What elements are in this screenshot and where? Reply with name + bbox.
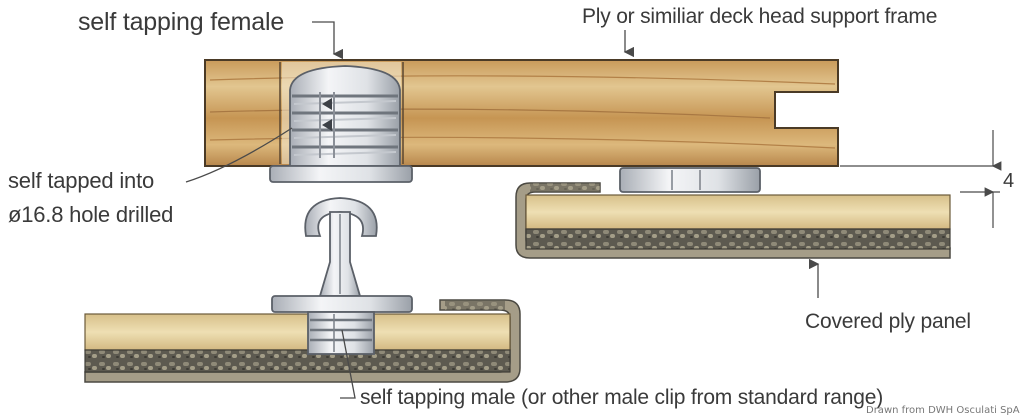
leader-female (312, 21, 344, 60)
leader-tapped-hole (185, 127, 293, 183)
right-male-flange (619, 167, 761, 193)
label-self-tapping-female: self tapping female (78, 8, 285, 36)
leader-lines (185, 21, 820, 399)
female-insert (269, 65, 413, 183)
label-deck-head-frame: Ply or similiar deck head support frame (582, 5, 938, 28)
label-hole-drilled: ø16.8 hole drilled (8, 202, 174, 227)
label-self-tapping-male: self tapping male (or other male clip fr… (360, 386, 883, 409)
label-gap-dimension: 4 (1003, 170, 1014, 192)
label-self-tapped-into: self tapped into (8, 168, 155, 193)
label-covered-ply-panel: Covered ply panel (805, 310, 971, 333)
left-covered-panel (84, 299, 521, 383)
right-covered-panel (515, 182, 951, 259)
gap-dimension-marker (840, 130, 1002, 228)
leader-male (340, 329, 356, 399)
credit-line: Drawn from DWH Osculati SpA (866, 405, 1020, 416)
male-clip (271, 197, 413, 355)
